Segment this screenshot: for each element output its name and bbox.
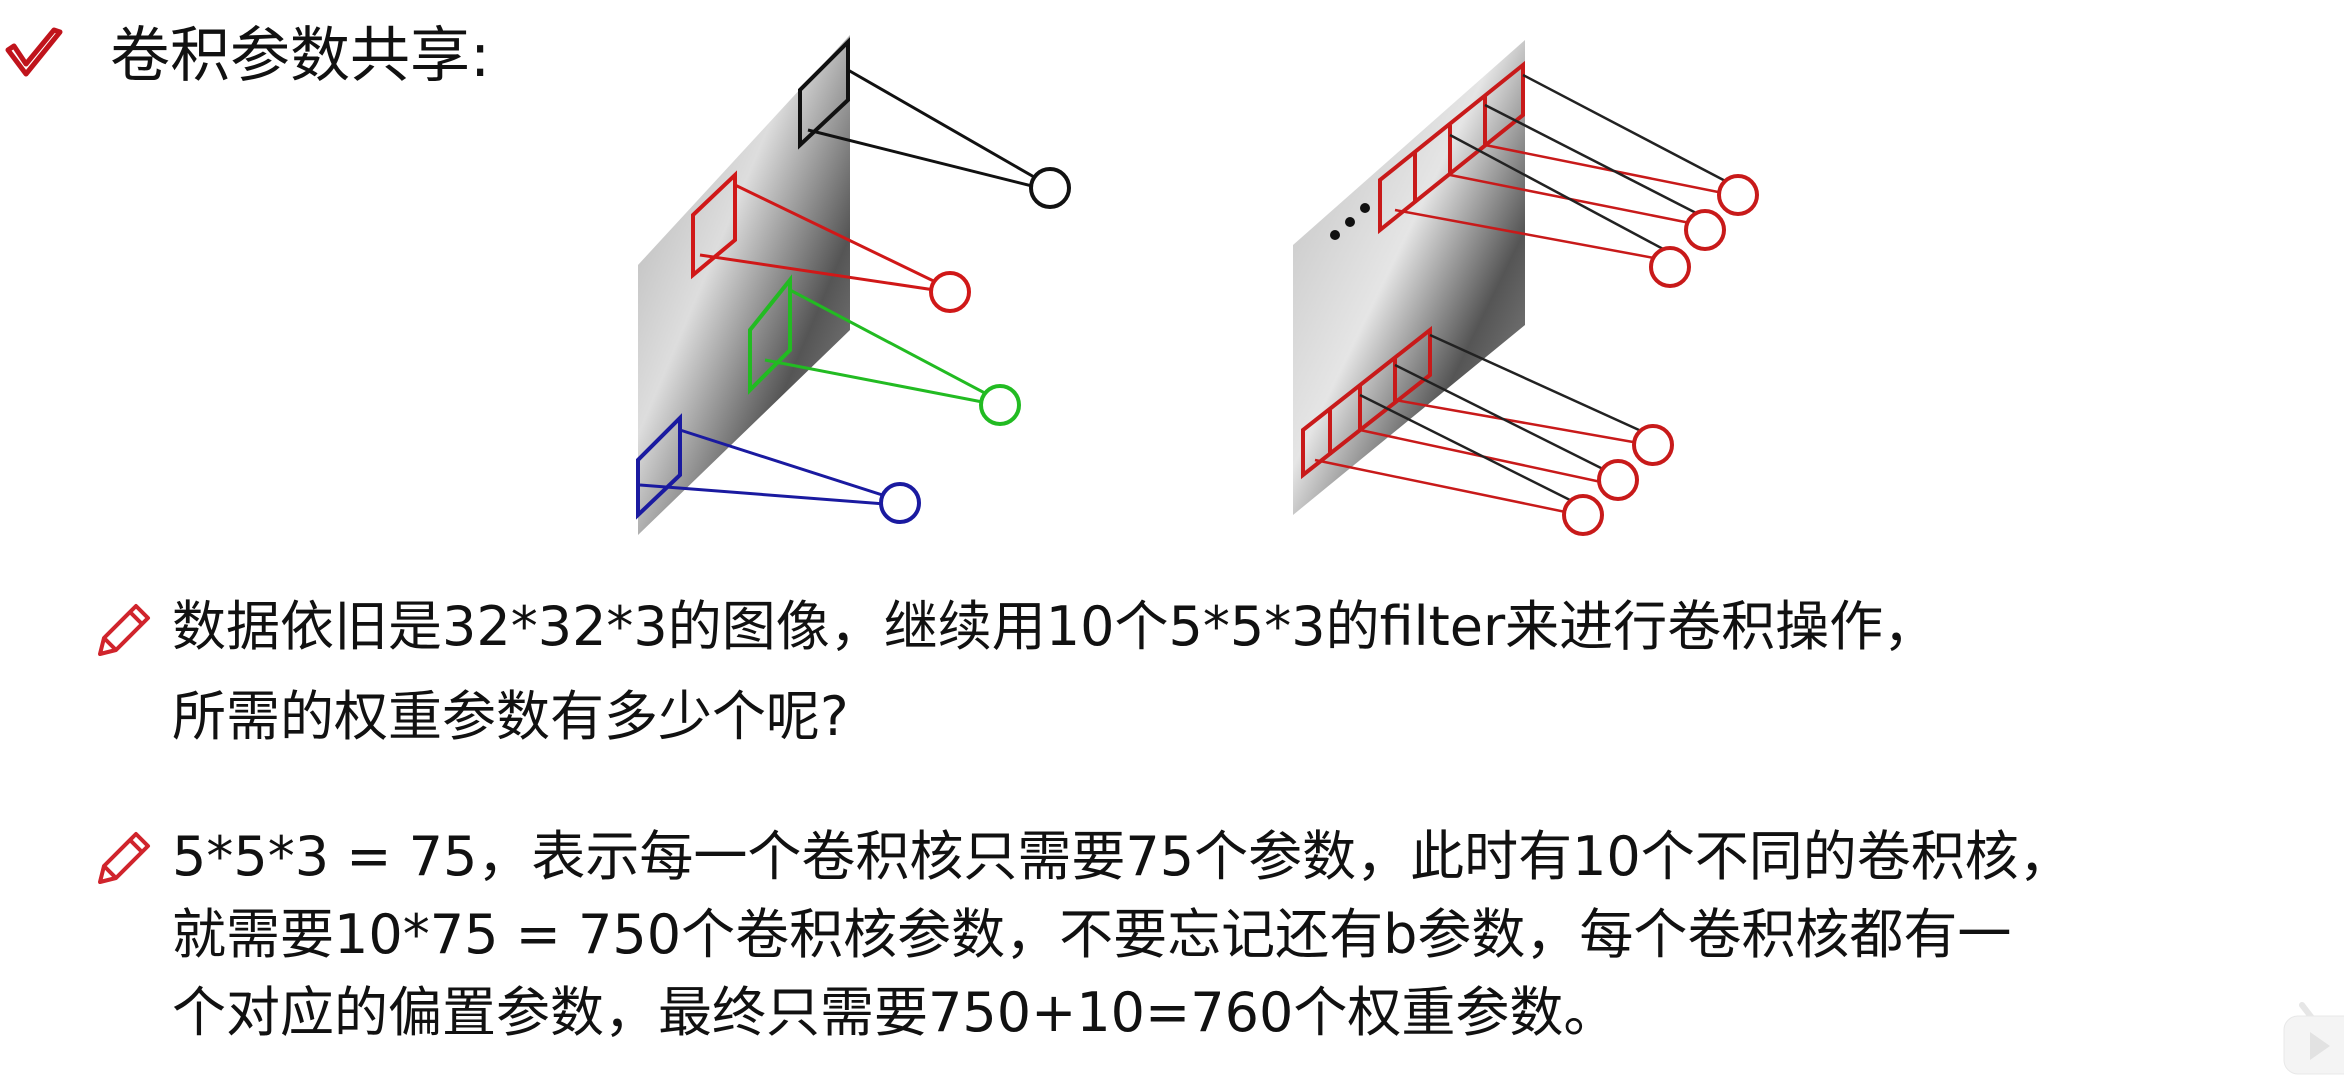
question-paragraph: 数据依旧是32*32*3的图像，继续用10个5*5*3的filter来进行卷积操… — [172, 582, 1937, 762]
neuron — [979, 384, 1021, 426]
neuron — [879, 482, 921, 524]
text-line: 所需的权重参数有多少个呢? — [172, 685, 849, 748]
text-line: 5*5*3 = 75，表示每一个卷积核只需要75个参数，此时有10个不同的卷积核… — [172, 825, 2073, 888]
answer-paragraph: 5*5*3 = 75，表示每一个卷积核只需要75个参数，此时有10个不同的卷积核… — [172, 818, 2073, 1052]
text-line: 就需要10*75 = 750个卷积核参数，不要忘记还有b参数，每个卷积核都有一 — [172, 903, 2012, 966]
text-line: 个对应的偏置参数，最终只需要750+10=760个权重参数。 — [172, 981, 1618, 1044]
local-connection-figure — [636, 35, 1071, 535]
shared-weights-figure — [1293, 40, 1759, 536]
input-image — [638, 35, 850, 535]
pencil-icon — [98, 604, 150, 656]
tv-play-icon[interactable] — [2282, 990, 2344, 1075]
slide-title: 卷积参数共享: — [110, 21, 491, 91]
check-icon — [5, 27, 63, 77]
pencil-icon — [98, 832, 150, 884]
neuron — [929, 271, 971, 313]
text-line: 数据依旧是32*32*3的图像，继续用10个5*5*3的filter来进行卷积操… — [172, 595, 1938, 658]
neuron — [1029, 167, 1071, 209]
